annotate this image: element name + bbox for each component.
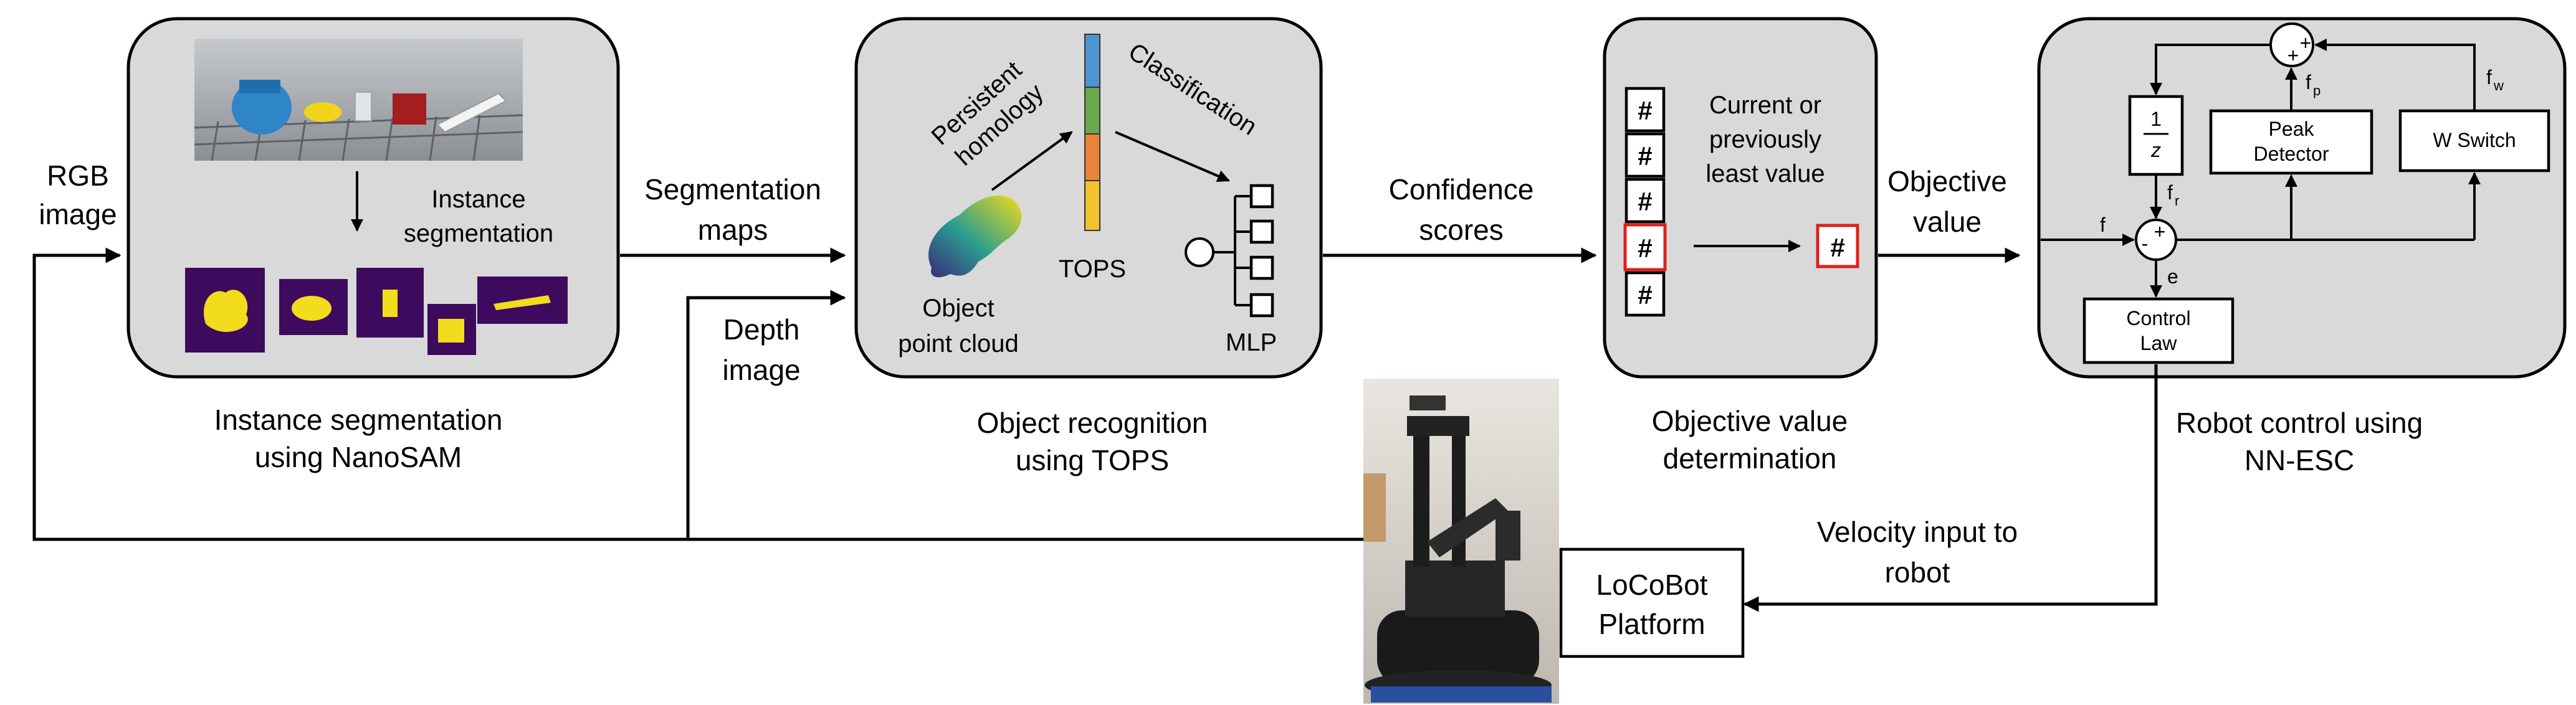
objective-text-3: least value xyxy=(1705,160,1825,187)
control-panel: + + 1 z Peak Detector W Switch + - Contr… xyxy=(2037,17,2567,476)
objective-panel: # # # # # Current or previously least va… xyxy=(1603,17,1878,475)
objective-value-label-2: value xyxy=(1913,206,1982,238)
delay-numerator: 1 xyxy=(2150,108,2162,130)
objective-caption-1: Objective value xyxy=(1652,405,1848,437)
delay-denominator: z xyxy=(2150,139,2161,161)
platform-label-1: LoCoBot xyxy=(1596,569,1707,601)
selected-score: # xyxy=(1830,233,1844,262)
objective-text-1: Current or xyxy=(1709,92,1821,119)
main-sum-plus: + xyxy=(2154,220,2166,243)
w-switch-block xyxy=(2398,109,2550,173)
w-switch-label: W Switch xyxy=(2433,129,2516,151)
rgb-label-1: RGB xyxy=(47,159,109,192)
top-sum-plus-right: + xyxy=(2300,32,2312,54)
locobot-platform-box xyxy=(1559,547,1745,658)
control-law-block xyxy=(2082,297,2235,364)
instance-seg-label-2: segmentation xyxy=(404,220,553,247)
score-5: # xyxy=(1638,280,1652,310)
tops-bar xyxy=(1084,34,1100,231)
score-stack: # # # # # xyxy=(1623,87,1667,317)
control-wiring xyxy=(2041,39,2481,298)
delay-block xyxy=(2128,95,2184,176)
peak-detector-label-2: Detector xyxy=(2254,143,2329,165)
confidence-label-1: Confidence xyxy=(1389,173,1534,206)
velocity-label-1: Velocity input to xyxy=(1817,516,2018,548)
signal-fp: f xyxy=(2306,71,2311,93)
objective-text-2: previously xyxy=(1709,126,1821,153)
platform-label-2: Platform xyxy=(1598,608,1705,640)
recognition-caption-2: using TOPS xyxy=(1016,444,1169,476)
objective-value-label-1: Objective xyxy=(1887,165,2007,197)
selected-score-box xyxy=(1816,224,1859,268)
control-caption-1: Robot control using xyxy=(2176,407,2423,439)
instance-seg-label-1: Instance xyxy=(431,186,525,213)
mask-thumbnails xyxy=(185,268,568,355)
signal-fr: f xyxy=(2167,181,2173,204)
signal-fr-sub: r xyxy=(2175,193,2179,209)
confidence-label-2: scores xyxy=(1419,214,1503,246)
cloud-label-1: Object xyxy=(922,295,995,322)
mlp-tree xyxy=(1185,184,1274,318)
segmentation-panel: Instance segmentation Instance segmentat… xyxy=(126,17,620,473)
signal-fw: f xyxy=(2486,66,2492,88)
rgb-label-2: image xyxy=(39,198,117,230)
tops-label: TOPS xyxy=(1059,255,1126,283)
control-law-label-1: Control xyxy=(2126,307,2190,329)
main-sum-minus: - xyxy=(2142,232,2149,255)
top-sum-plus-bottom: + xyxy=(2287,44,2299,67)
objective-caption-2: determination xyxy=(1663,442,1837,475)
depth-label-2: image xyxy=(722,354,800,386)
control-caption-2: NN-ESC xyxy=(2244,444,2354,476)
object-point-cloud xyxy=(928,196,1022,278)
signal-fw-sub: w xyxy=(2493,78,2504,93)
scene-photo xyxy=(194,39,523,161)
score-4-highlighted: # xyxy=(1638,234,1652,263)
recognition-caption-1: Object recognition xyxy=(977,407,1208,439)
segmentation-caption-2: using NanoSAM xyxy=(255,441,462,473)
signal-e: e xyxy=(2167,265,2178,288)
peak-detector-label-1: Peak xyxy=(2269,118,2315,140)
score-1: # xyxy=(1638,96,1652,125)
signal-fp-sub: p xyxy=(2313,83,2321,98)
segmentation-caption-1: Instance segmentation xyxy=(214,404,503,436)
segmaps-label-1: Segmentation xyxy=(644,173,821,206)
robot-photo xyxy=(1363,379,1559,704)
score-2: # xyxy=(1638,141,1652,171)
signal-f: f xyxy=(2100,214,2106,236)
control-law-label-2: Law xyxy=(2140,332,2178,354)
velocity-label-2: robot xyxy=(1885,556,1950,589)
cloud-label-2: point cloud xyxy=(898,330,1018,357)
mlp-label: MLP xyxy=(1226,329,1277,356)
segmaps-label-2: maps xyxy=(698,214,768,246)
recognition-panel: Persistent homology Classification TOPS … xyxy=(854,17,1323,476)
score-3: # xyxy=(1638,187,1652,216)
depth-label-1: Depth xyxy=(723,313,800,346)
flow-connectors xyxy=(32,247,2158,612)
